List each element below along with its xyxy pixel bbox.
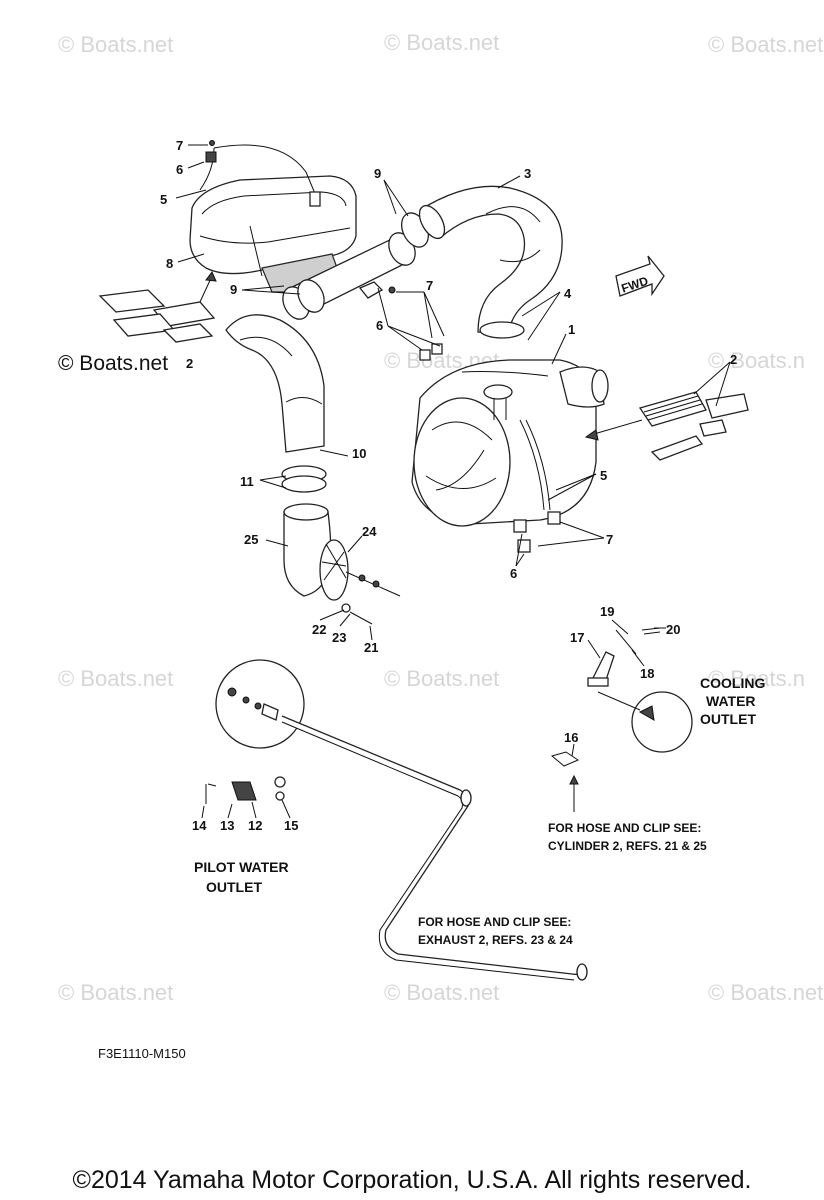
cooling-outlet-label-2: WATER [706, 693, 756, 709]
air-box-illustration [411, 343, 609, 553]
copyright-notice: ©2014 Yamaha Motor Corporation, U.S.A. A… [72, 1166, 752, 1194]
elbow-hose-illustration [225, 314, 327, 493]
callout-5: 5 [600, 468, 607, 483]
callout-9: 9 [374, 166, 381, 181]
air-box-cover-illustration [189, 140, 357, 293]
callout-11: 11 [240, 474, 254, 489]
clip-illustration [550, 751, 580, 812]
watermark: © Boats.net [708, 32, 823, 57]
pilot-outlet-label-1: PILOT WATER [194, 859, 289, 875]
watermark: © Boats.net [384, 666, 499, 691]
intake-tube-illustration [282, 212, 430, 320]
watermark: © Boats.net [708, 980, 823, 1005]
watermark: © Boats.net [384, 30, 499, 55]
watermark: © Boats.net [58, 980, 173, 1005]
cooling-outlet-label-1: COOLING [700, 675, 765, 691]
callout-6: 6 [376, 318, 383, 333]
callout-13: 13 [220, 818, 234, 833]
callout-23: 23 [332, 630, 346, 645]
leader-lines [175, 144, 731, 819]
annotations: COOLING WATER OUTLET PILOT WATER OUTLET … [98, 675, 765, 1061]
callout-1: 1 [568, 322, 575, 337]
callout-2: 2 [730, 352, 737, 367]
callout-22: 22 [312, 622, 326, 637]
callout-20: 20 [666, 622, 680, 637]
callout-19: 19 [600, 604, 614, 619]
callout-7: 7 [606, 532, 613, 547]
callout-8: 8 [166, 256, 173, 271]
callout-14: 14 [192, 818, 207, 833]
callout-17: 17 [570, 630, 584, 645]
outlet-elbow-illustration [283, 503, 401, 625]
forward-arrow: FWD [615, 255, 665, 297]
cylinder-note-line-1: FOR HOSE AND CLIP SEE: [548, 821, 701, 835]
cylinder-note-line-2: CYLINDER 2, REFS. 21 & 25 [548, 839, 707, 853]
callout-7: 7 [426, 278, 433, 293]
callout-15: 15 [284, 818, 298, 833]
pilot-outlet-illustration [205, 659, 588, 981]
callout-16: 16 [564, 730, 578, 745]
watermark-dark: © Boats.net [58, 352, 168, 375]
callout-9: 9 [230, 282, 237, 297]
callout-4: 4 [564, 286, 572, 301]
pad-set-right-illustration [584, 391, 749, 461]
watermark: © Boats.n [708, 348, 805, 373]
watermark-layer: © Boats.net © Boats.net © Boats.net © Bo… [58, 30, 823, 1005]
callout-25: 25 [244, 532, 258, 547]
callout-10: 10 [352, 446, 366, 461]
callout-18: 18 [640, 666, 654, 681]
exhaust-note-line-1: FOR HOSE AND CLIP SEE: [418, 915, 571, 929]
watermark: © Boats.net [58, 666, 173, 691]
watermark: © Boats.n [708, 666, 805, 691]
diagram-code: F3E1110-M150 [98, 1046, 186, 1061]
pad-set-left-illustration [98, 271, 217, 343]
watermark: © Boats.net [58, 32, 173, 57]
cooling-outlet-label-3: OUTLET [700, 711, 756, 727]
u-hose-upper-illustration [418, 185, 563, 339]
callout-7: 7 [176, 138, 183, 153]
exhaust-note-line-2: EXHAUST 2, REFS. 23 & 24 [418, 933, 573, 947]
watermark: © Boats.net [384, 980, 499, 1005]
callout-21: 21 [364, 640, 378, 655]
callout-labels: 7 6 5 8 9 9 3 4 7 6 1 2 2 5 7 6 10 11 25… [160, 138, 737, 833]
callout-3: 3 [524, 166, 531, 181]
callout-24: 24 [362, 524, 377, 539]
callout-6: 6 [176, 162, 183, 177]
cooling-outlet-illustration [587, 627, 693, 753]
pilot-outlet-label-2: OUTLET [206, 879, 262, 895]
callout-5: 5 [160, 192, 167, 207]
callout-6: 6 [510, 566, 517, 581]
callout-2: 2 [186, 356, 193, 371]
callout-12: 12 [248, 818, 262, 833]
